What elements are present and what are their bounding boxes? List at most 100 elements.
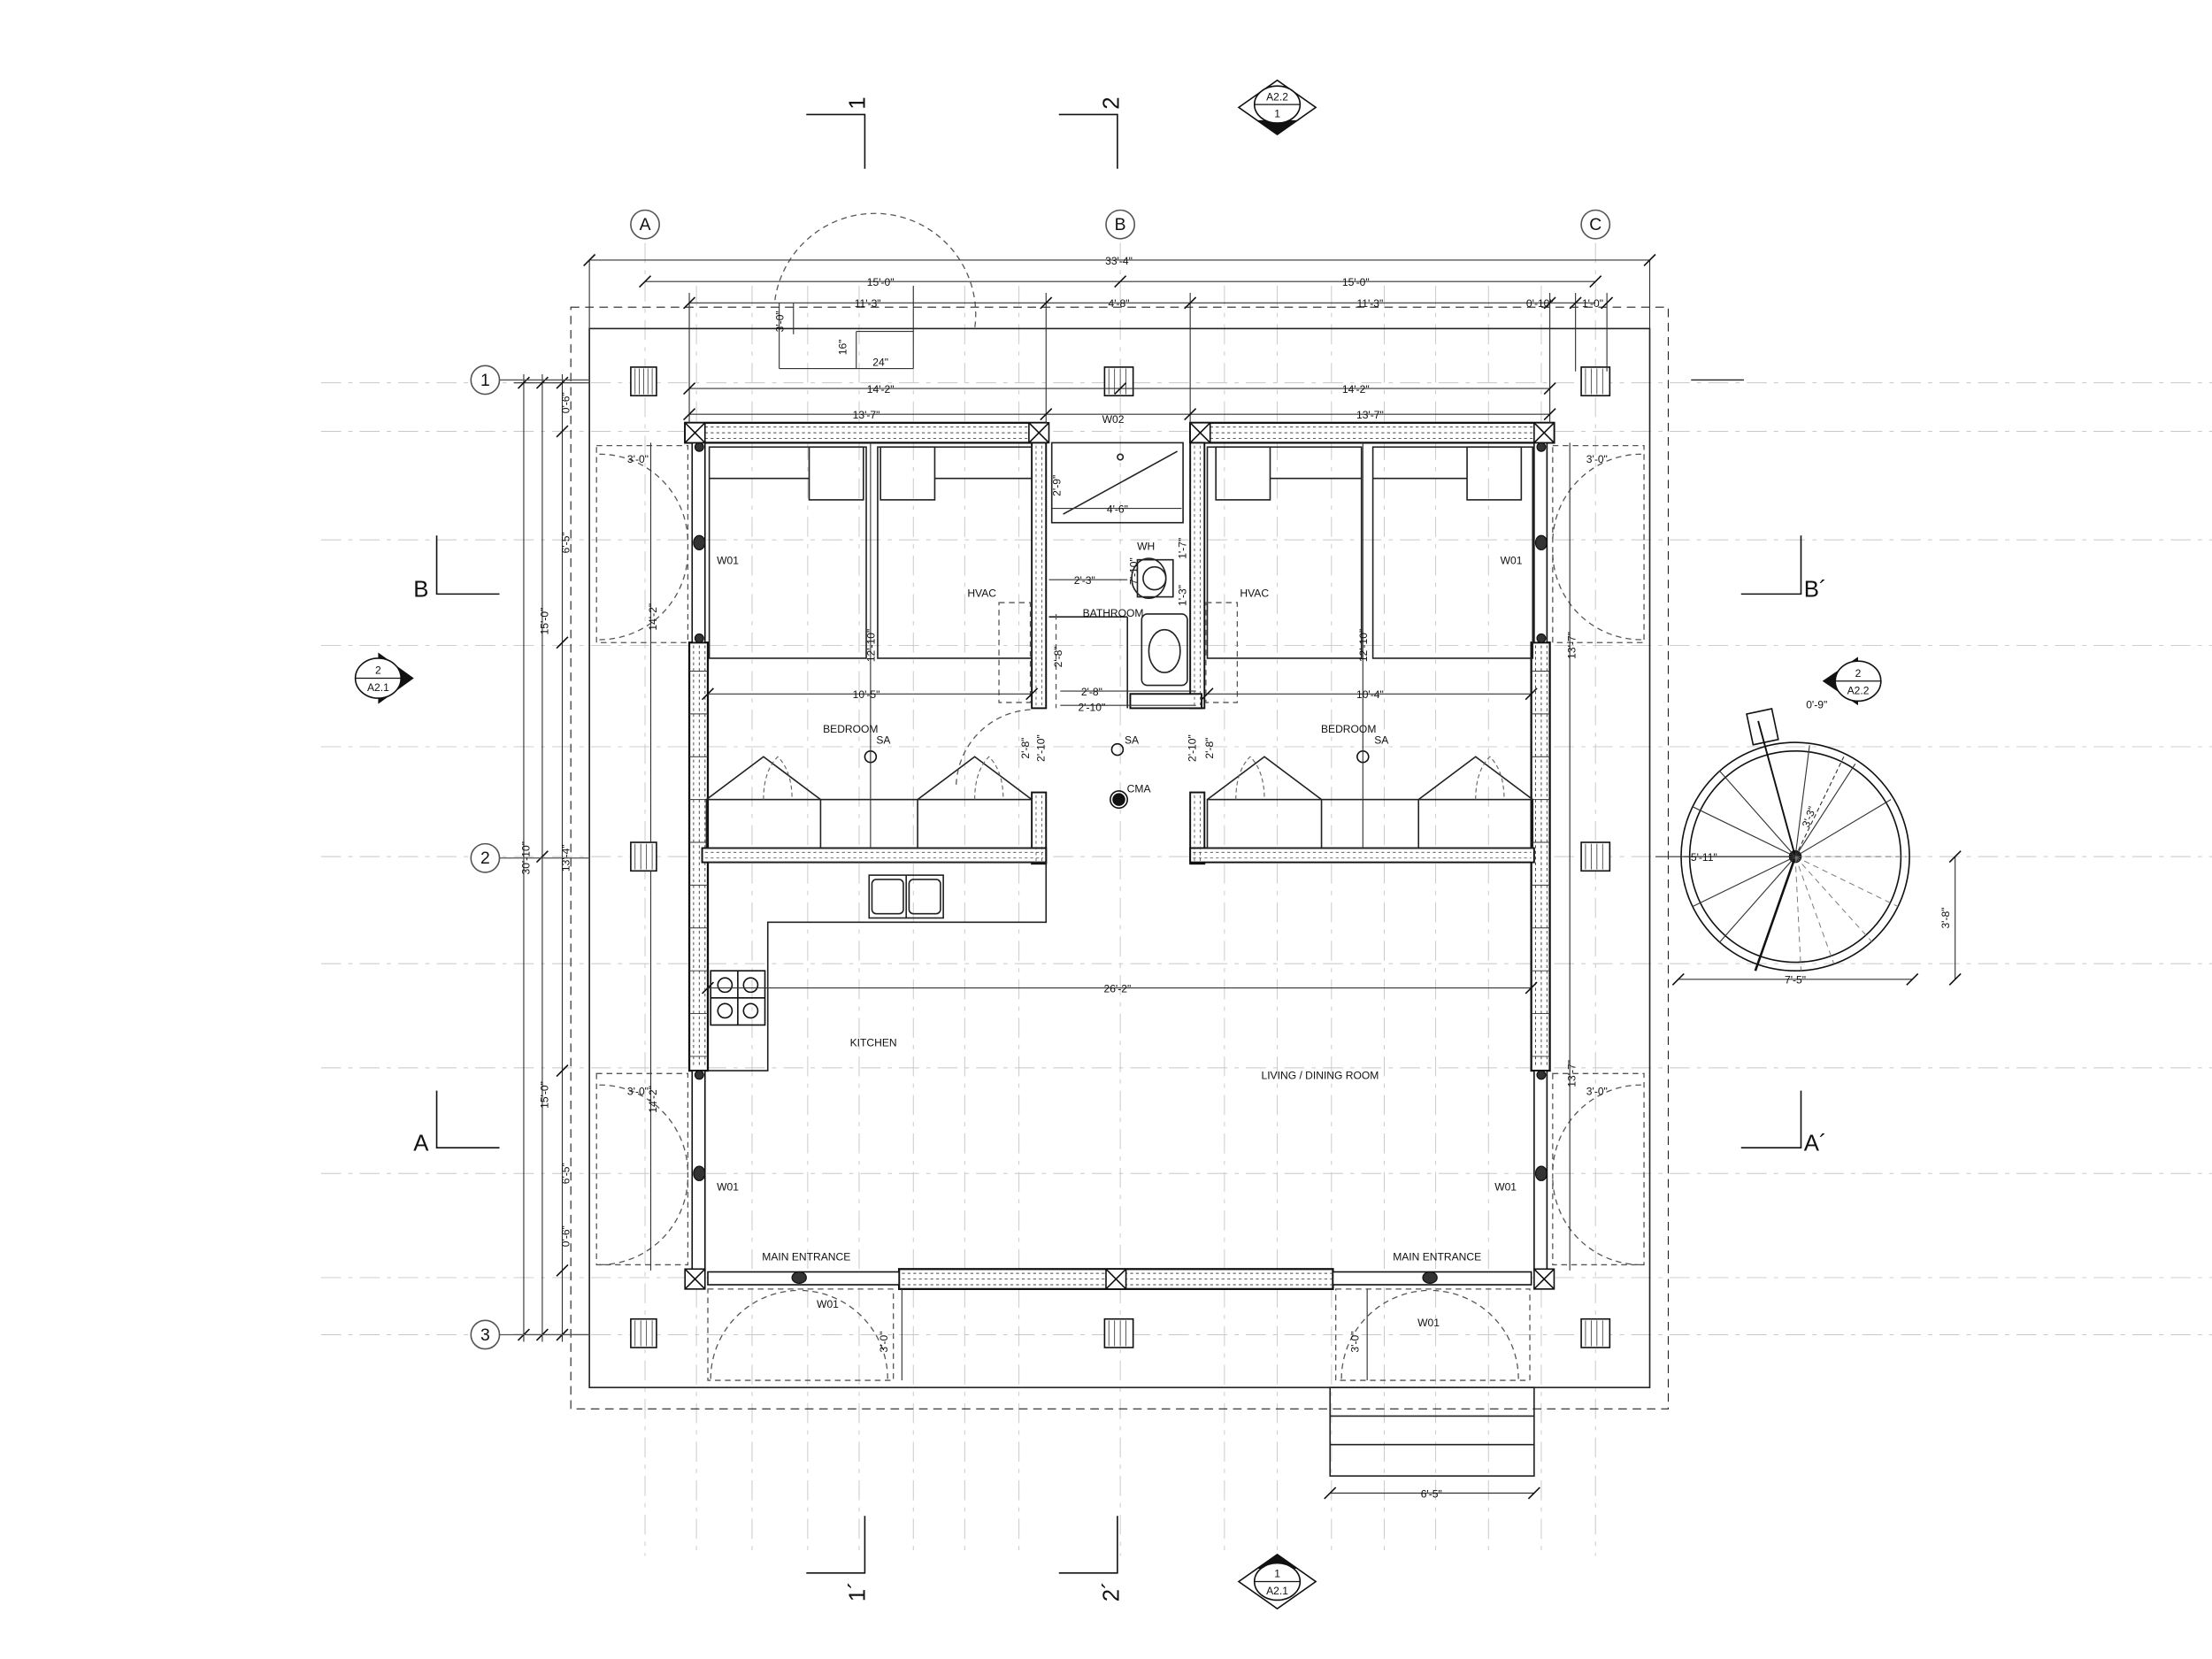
dim-bath-1-3: 1'-3"	[1176, 585, 1188, 606]
dim-hall-2-10-l: 2'-10"	[1035, 734, 1048, 762]
dim-bed-10-5: 10'-5"	[853, 688, 880, 701]
room-labels: BEDROOM BEDROOM BATHROOM KITCHEN LIVING …	[762, 540, 1481, 1263]
tag-w01-left-top: W01	[717, 555, 739, 567]
label-bedroom-left: BEDROOM	[823, 723, 878, 735]
dim-left-13-4: 13'-4"	[560, 844, 572, 872]
dim-left-6-5-bottom: 6'-5"	[560, 1163, 572, 1184]
post-c1	[1580, 366, 1611, 396]
grid-label-3: 3	[480, 1325, 490, 1345]
dim-bed-12-10-left: 12'-10"	[865, 629, 878, 663]
label-sa-left: SA	[876, 734, 891, 747]
tag-w01-bottom-right: W01	[1417, 1317, 1440, 1329]
dim-post-14-2-right: 14'-2"	[1342, 383, 1370, 396]
elev-left-sheet: A2.1	[367, 681, 389, 694]
dim-stair-0-9: 0'-9"	[1806, 698, 1827, 710]
section-label-2-bottom: 2´	[1100, 1581, 1125, 1601]
dim-door-3-0-rb: 3'-0"	[1586, 1086, 1608, 1098]
dimension-texts: 33'-4" 15'-0" 15'-0" 11'-3" 4'-8" 11'-3"…	[519, 255, 1952, 1501]
dim-door-3-0-br: 3'-0"	[1348, 1332, 1361, 1353]
section-label-a-left: A	[413, 1131, 429, 1156]
dim-door-3-0-rt: 3'-0"	[1586, 453, 1608, 465]
elevation-tag-top	[1237, 79, 1317, 136]
dim-door-3-0-lb: 3'-0"	[627, 1086, 649, 1098]
wall-bath-right	[1189, 442, 1206, 710]
elev-top-sheet: A2.2	[1266, 90, 1288, 103]
bathroom-fixtures	[1048, 442, 1188, 709]
dim-stair-5-11: 5'-11"	[1691, 851, 1717, 864]
section-label-1-top: 1	[845, 96, 870, 109]
wall-block-hatching	[687, 426, 1555, 1286]
label-main-entrance-left: MAIN ENTRANCE	[762, 1251, 850, 1263]
label-main-entrance-right: MAIN ENTRANCE	[1393, 1251, 1481, 1263]
wardrobes	[705, 756, 1534, 849]
tag-w01-left-bottom: W01	[717, 1181, 739, 1194]
elevation-tag-left	[354, 652, 414, 704]
dim-bed-10-4: 10'-4"	[1356, 688, 1384, 701]
window-mullions	[693, 442, 1548, 1285]
interior-wall-hatching	[704, 445, 1532, 861]
grid-label-c: C	[1589, 215, 1601, 234]
elevation-tag-right	[1822, 657, 1882, 706]
dim-bath-2-8-h: 2'-8"	[1081, 686, 1102, 698]
dim-bath-4-6: 4'-6"	[1107, 503, 1128, 515]
label-sa-center: SA	[1125, 734, 1140, 747]
dim-bath-7-10: 7'-10"	[1127, 557, 1140, 585]
elev-bottom-sheet: A2.1	[1266, 1585, 1288, 1597]
hvac-units	[998, 602, 1239, 709]
interior-walls	[701, 442, 1535, 865]
wall-bath-south	[1129, 693, 1203, 710]
dim-left-30-10: 30'-10"	[519, 841, 532, 875]
plan-canvas: A B C 1 2 3 1 2 1´ 2´ B A B´ A´ A2.2 1 1…	[320, 79, 2212, 1610]
tag-w01-bottom-left: W01	[817, 1298, 839, 1310]
post-a3	[630, 1317, 657, 1348]
elevation-tag-bottom	[1237, 1553, 1317, 1610]
toilet	[1131, 557, 1167, 600]
dim-overall-width: 33'-4"	[1105, 255, 1133, 267]
elevation-tag-labels: A2.2 1 1 A2.1 2 A2.1 2 A2.2	[367, 90, 1870, 1597]
wall-block-joints	[689, 670, 1550, 1057]
dim-left-15-0-bottom: 15'-0"	[538, 1081, 550, 1109]
entry-steps	[1329, 1386, 1535, 1477]
dim-bed-12-10-right: 12'-10"	[1357, 629, 1370, 663]
door-swings	[595, 212, 1645, 1381]
section-label-b-left: B	[413, 578, 428, 603]
window-tags: W01 W01 W01 W01 W01 W01 W02	[717, 413, 1523, 1329]
post-c2	[1580, 841, 1611, 872]
tag-w02: W02	[1102, 413, 1125, 426]
bed-3	[1206, 446, 1363, 659]
tag-w01-right-top: W01	[1501, 555, 1523, 567]
dim-door-3-0-lt: 3'-0"	[627, 453, 649, 465]
label-cma: CMA	[1127, 783, 1152, 795]
dim-detail-16: 16"	[836, 339, 849, 355]
kitchen-counter	[708, 861, 1048, 1071]
dim-bath-2-9: 2'-9"	[1050, 475, 1063, 496]
stove	[710, 970, 766, 1026]
bath-counter	[1048, 616, 1128, 709]
post-a2	[630, 841, 657, 872]
shower	[1050, 442, 1184, 524]
wall-bath-right-lower	[1189, 791, 1206, 865]
label-kitchen: KITCHEN	[850, 1037, 897, 1049]
dim-left-0-6-top: 0'-6"	[560, 392, 572, 413]
label-hvac-left: HVAC	[967, 588, 996, 600]
bed-2	[877, 446, 1033, 659]
dim-hall-2-10-r: 2'-10"	[1187, 734, 1199, 762]
dim-seg-11-3-right: 11'-3"	[1356, 297, 1383, 310]
section-label-a-right: A´	[1804, 1131, 1827, 1156]
grid-label-1: 1	[480, 371, 490, 390]
dim-detail-24: 24"	[872, 356, 888, 368]
dim-steps-6-5: 6'-5"	[1421, 1487, 1442, 1500]
dim-bath-2-8-v: 2'-8"	[1052, 646, 1064, 667]
dim-bath-1-7: 1'-7"	[1176, 538, 1188, 559]
spiral-stair	[1680, 708, 1910, 972]
wall-bath-left	[1031, 442, 1048, 710]
dim-living-26-2: 26'-2"	[1104, 982, 1132, 995]
section-cut-lines	[435, 113, 1802, 1574]
label-bathroom: BATHROOM	[1083, 607, 1144, 619]
section-label-1-bottom: 1´	[845, 1581, 870, 1601]
dim-stair-3-8: 3'-8"	[1939, 907, 1952, 928]
dim-wall-13-7-left: 13'-7"	[853, 409, 880, 421]
dim-half-right: 15'-0"	[1342, 276, 1370, 288]
stair-hidden-treads	[1794, 856, 1907, 972]
